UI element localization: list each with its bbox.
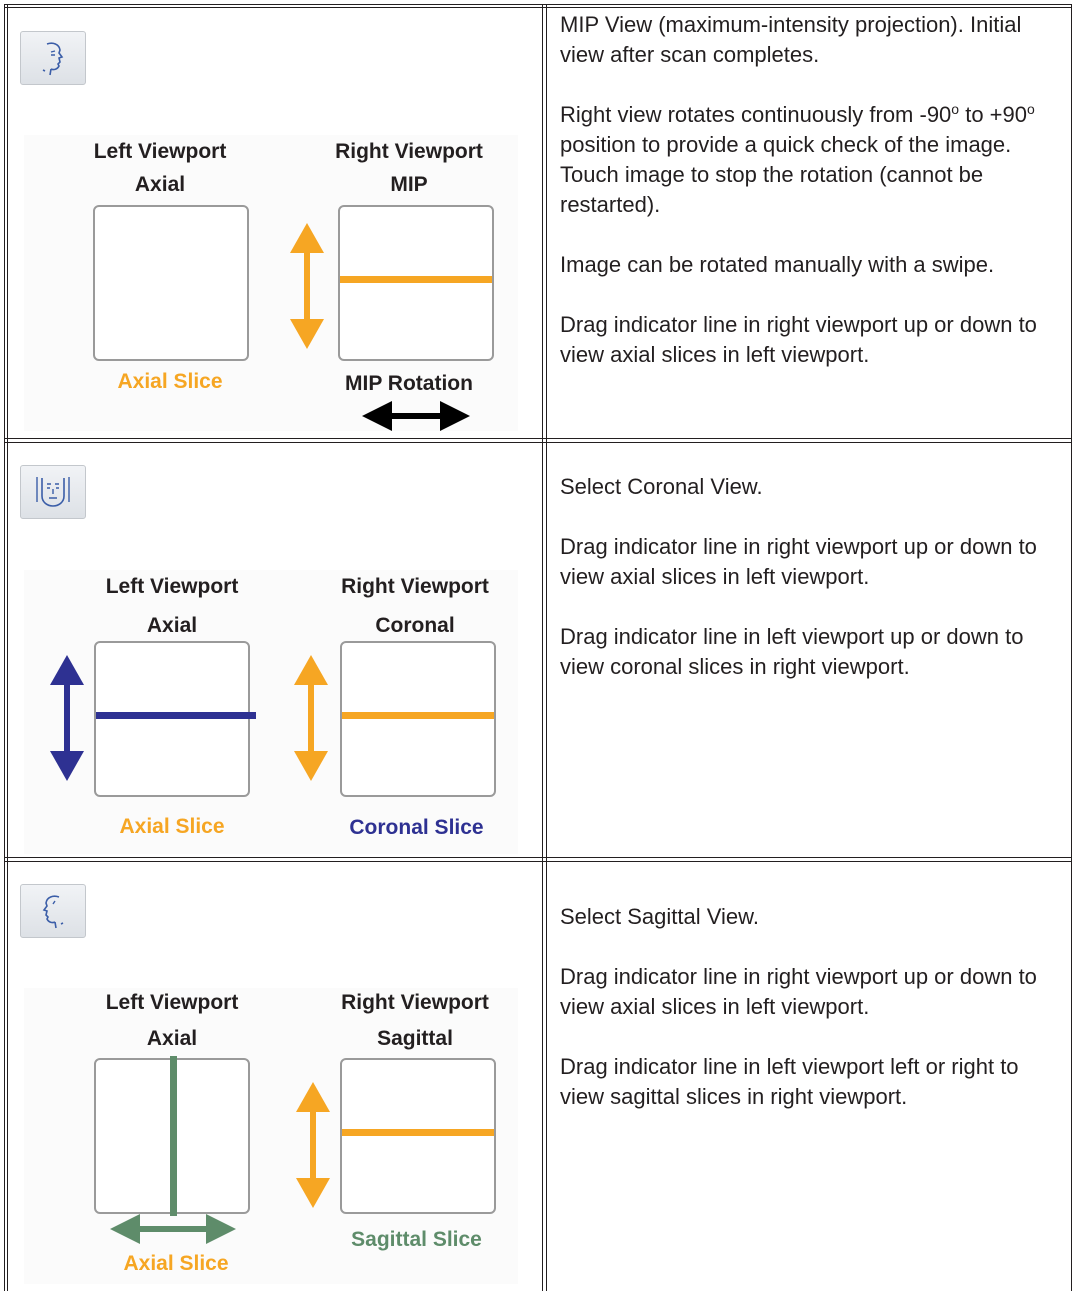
face-right-profile-icon	[42, 42, 64, 76]
axial-indicator-line[interactable]	[342, 712, 494, 719]
right-viewport[interactable]	[340, 641, 496, 797]
face-frontal-icon	[36, 477, 70, 507]
right-viewport[interactable]	[340, 1058, 496, 1214]
rotation-rest: position to provide a quick check of the…	[560, 132, 1012, 217]
right-viewport-subtitle: Sagittal	[377, 1027, 453, 1050]
axial-slice-caption: Axial Slice	[119, 815, 225, 838]
coronal-drag-left-text: Drag indicator line in left viewport up …	[560, 624, 1024, 679]
left-viewport-title: Left Viewport	[105, 575, 239, 598]
table-left-border-inner	[7, 4, 8, 1291]
face-left-profile-icon	[42, 895, 64, 929]
sagittal-diagram: Left Viewport Axial Right Viewport Sagit…	[24, 988, 518, 1284]
row-divider-2	[4, 857, 1072, 858]
mip-description: MIP View (maximum-intensity projection).…	[560, 10, 1060, 400]
left-viewport-subtitle: Axial	[146, 614, 198, 637]
mip-rotation-caption: MIP Rotation	[345, 372, 473, 395]
rotation-from: -90	[919, 102, 952, 127]
row-divider-1-inner	[4, 442, 1072, 443]
table-top-border	[4, 4, 1072, 5]
left-viewport[interactable]	[93, 205, 249, 361]
mip-intro-text: MIP View (maximum-intensity projection).…	[560, 12, 1022, 67]
row-divider-1	[4, 438, 1072, 439]
coronal-description: Select Coronal View. Drag indicator line…	[560, 472, 1060, 712]
coronal-indicator-line[interactable]	[96, 712, 256, 719]
mip-view-button[interactable]	[20, 31, 86, 85]
left-viewport-title: Left Viewport	[105, 991, 239, 1014]
right-viewport-subtitle: Coronal	[375, 614, 455, 637]
axial-slice-caption: Axial Slice	[123, 1252, 229, 1275]
sagittal-description: Select Sagittal View. Drag indicator lin…	[560, 902, 1060, 1142]
left-viewport-title: Left Viewport	[93, 140, 227, 163]
mip-diagram: Left Viewport Axial Right Viewport MIP A…	[24, 135, 518, 431]
table-top-border-inner	[4, 7, 1072, 8]
degree-sup-2: o	[1027, 101, 1035, 117]
right-viewport-subtitle: MIP	[390, 173, 428, 196]
axial-slice-caption: Axial Slice	[117, 370, 223, 393]
coronal-drag-right-text: Drag indicator line in right viewport up…	[560, 534, 1037, 589]
table-right-border	[1071, 4, 1072, 1291]
left-viewport-subtitle: Axial	[134, 173, 186, 196]
horizontal-double-arrow-black	[362, 401, 470, 431]
right-viewport[interactable]	[338, 205, 494, 361]
sagittal-view-button[interactable]	[20, 884, 86, 938]
right-viewport-title: Right Viewport	[341, 575, 489, 598]
vertical-double-arrow-orange	[290, 223, 324, 349]
horizontal-double-arrow-green	[110, 1214, 236, 1244]
vertical-double-arrow-orange	[294, 655, 328, 781]
left-viewport-subtitle: Axial	[146, 1027, 198, 1050]
mip-rotation-text: Right view rotates continuously from -90…	[560, 100, 1060, 220]
right-viewport-title: Right Viewport	[341, 991, 489, 1014]
coronal-slice-caption: Coronal Slice	[349, 816, 484, 839]
right-viewport-title: Right Viewport	[335, 140, 483, 163]
sagittal-indicator-line[interactable]	[170, 1056, 177, 1216]
vertical-double-arrow-navy	[50, 655, 84, 781]
coronal-intro-text: Select Coronal View.	[560, 474, 763, 499]
instruction-table	[4, 4, 1072, 1291]
sagittal-slice-caption: Sagittal Slice	[351, 1228, 482, 1251]
coronal-diagram: Left Viewport Axial Right Viewport Coron…	[24, 570, 518, 854]
sagittal-intro-text: Select Sagittal View.	[560, 904, 759, 929]
left-viewport[interactable]	[94, 641, 256, 797]
row-divider-2-inner	[4, 861, 1072, 862]
mip-manual-text: Image can be rotated manually with a swi…	[560, 252, 995, 277]
column-divider	[542, 4, 543, 1291]
axial-indicator-line[interactable]	[342, 1129, 494, 1136]
rotation-to: to +90	[965, 102, 1027, 127]
left-viewport[interactable]	[94, 1056, 250, 1216]
column-divider-inner	[546, 4, 547, 1291]
mip-drag-text: Drag indicator line in right viewport up…	[560, 312, 1037, 367]
degree-sup-1: o	[951, 101, 960, 117]
table-left-border	[4, 4, 5, 1291]
axial-indicator-line[interactable]	[340, 276, 492, 283]
sagittal-drag-left-text: Drag indicator line in left viewport lef…	[560, 1054, 1019, 1109]
vertical-double-arrow-orange	[296, 1082, 330, 1208]
coronal-view-button[interactable]	[20, 465, 86, 519]
rotation-prefix: Right view rotates continuously from	[560, 102, 914, 127]
sagittal-drag-right-text: Drag indicator line in right viewport up…	[560, 964, 1037, 1019]
